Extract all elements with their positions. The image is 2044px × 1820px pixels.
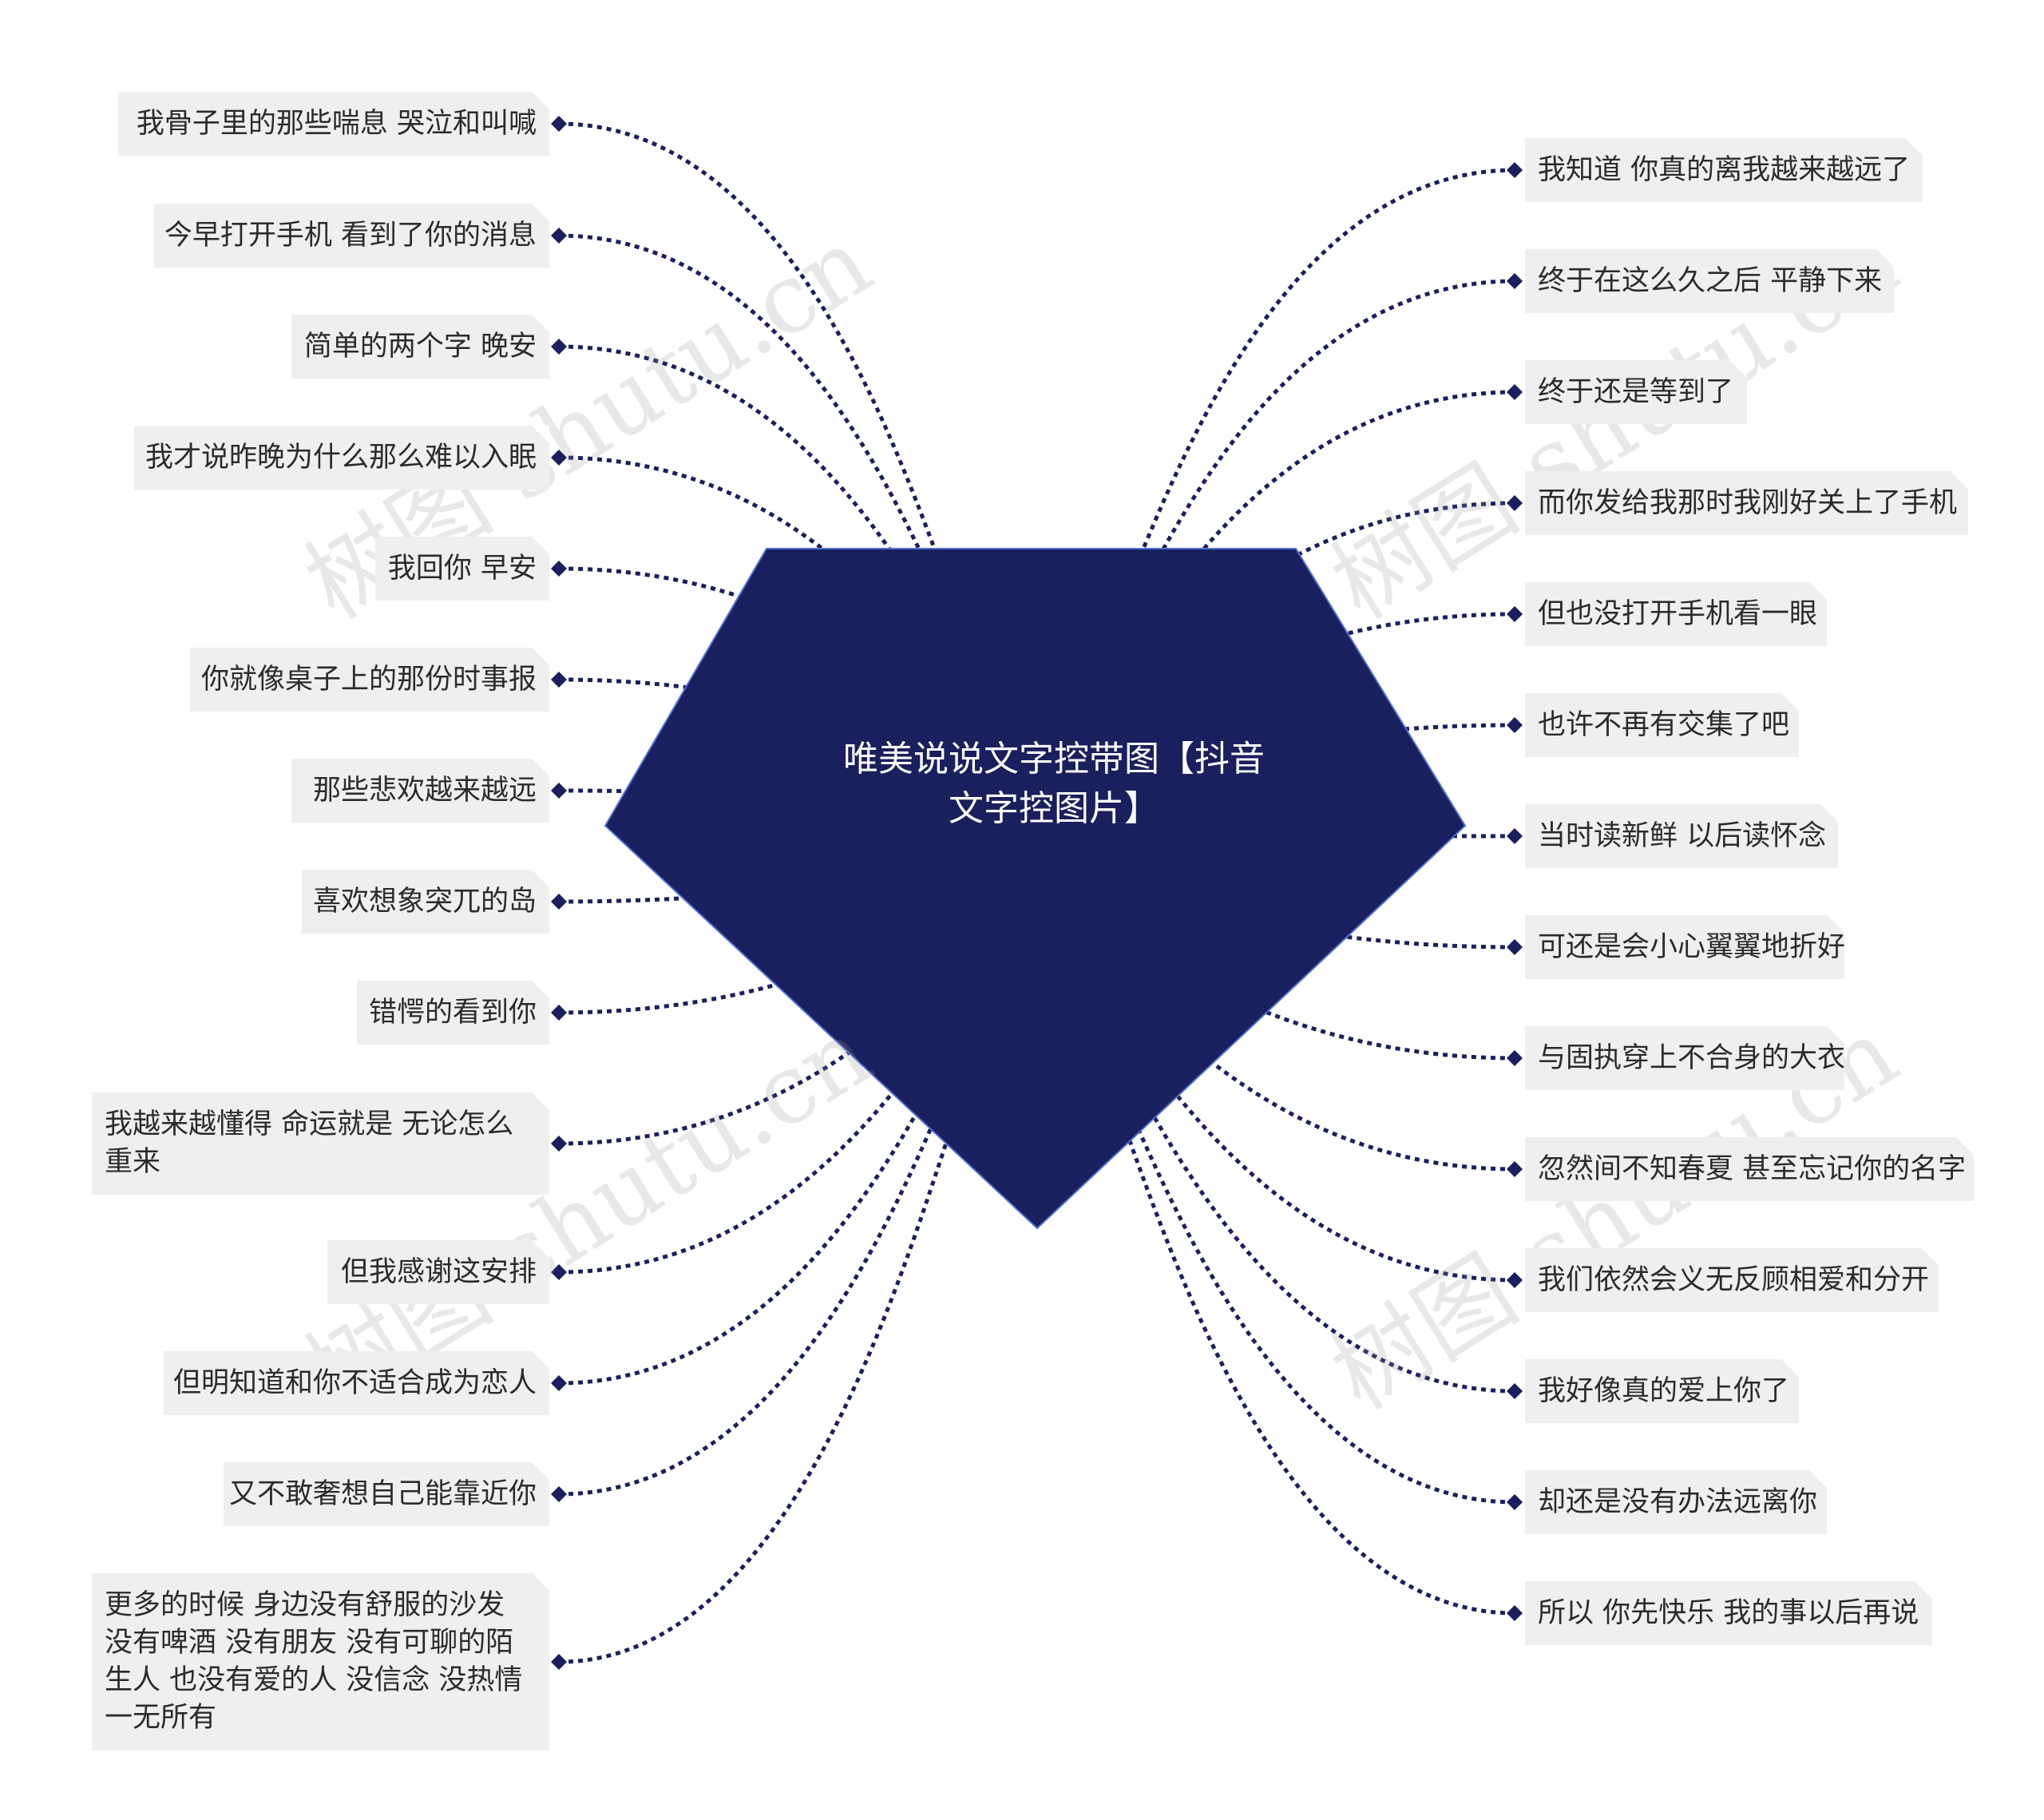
left-node[interactable]: 错愕的看到你: [357, 981, 549, 1045]
connector-diamond-icon: [551, 1375, 567, 1391]
center-pentagon[interactable]: [604, 548, 1467, 1230]
connector-diamond-icon: [551, 561, 567, 577]
connector-diamond-icon: [1507, 828, 1523, 844]
connector-diamond-icon: [551, 783, 567, 799]
connector-diamond-icon: [551, 228, 567, 244]
connector-line: [1082, 1016, 1515, 1505]
right-node[interactable]: 忽然间不知春夏 甚至忘记你的名字: [1525, 1137, 1974, 1201]
connector-diamonds: [551, 116, 1523, 1670]
left-node[interactable]: 我骨子里的那些喘息 哭泣和叫喊: [118, 92, 549, 156]
right-node[interactable]: 与固执穿上不合身的大衣: [1525, 1026, 1845, 1090]
right-node[interactable]: 可还是会小心翼翼地折好: [1525, 915, 1845, 979]
connector-diamond-icon: [1507, 1605, 1523, 1621]
connector-diamond-icon: [551, 339, 567, 355]
connector-diamond-icon: [551, 672, 567, 688]
right-node[interactable]: 终于在这么久之后 平静下来: [1525, 249, 1894, 313]
connector-diamond-icon: [1507, 717, 1523, 733]
connector-line: [1095, 168, 1515, 648]
left-node[interactable]: 但我感谢这安排: [327, 1240, 549, 1304]
connector-line: [1088, 1047, 1515, 1616]
left-node[interactable]: 简单的两个字 晚安: [291, 315, 549, 379]
left-node[interactable]: 我越来越懂得 命运就是 无论怎么重来: [92, 1092, 549, 1195]
connector-diamond-icon: [1507, 162, 1523, 178]
connector-diamond-icon: [1507, 939, 1523, 955]
connector-line: [558, 121, 975, 635]
connector-line: [558, 983, 994, 1386]
right-node[interactable]: 我知道 你真的离我越来越远了: [1525, 138, 1923, 202]
right-node[interactable]: 我们依然会义无反顾相爱和分开: [1525, 1248, 1939, 1312]
right-node[interactable]: 终于还是等到了: [1525, 360, 1747, 424]
connector-line: [558, 344, 988, 697]
connector-diamond-icon: [551, 450, 567, 466]
left-node[interactable]: 但明知道和你不适合成为恋人: [164, 1351, 549, 1415]
right-node[interactable]: 也许不再有交集了吧: [1525, 693, 1799, 757]
right-node[interactable]: 我好像真的爱上你了: [1525, 1359, 1799, 1423]
connector-diamond-icon: [1507, 1050, 1523, 1066]
left-node[interactable]: 喜欢想象突兀的岛: [302, 870, 549, 934]
right-node[interactable]: 当时读新鲜 以后读怀念: [1525, 804, 1838, 868]
connector-line: [1082, 390, 1515, 710]
left-node[interactable]: 我才说昨晚为什么那么难以入眠: [134, 426, 549, 490]
connector-diamond-icon: [551, 1654, 567, 1670]
left-node[interactable]: 你就像桌子上的那份时事报: [190, 648, 549, 712]
connector-diamond-icon: [551, 1264, 567, 1280]
connector-diamond-icon: [1507, 1272, 1523, 1288]
connector-diamond-icon: [1507, 273, 1523, 289]
left-node[interactable]: 更多的时候 身边没有舒服的沙发 没有啤酒 没有朋友 没有可聊的陌生人 也没有爱的…: [92, 1573, 549, 1751]
connector-line: [1088, 279, 1515, 679]
left-node[interactable]: 今早打开手机 看到了你的消息: [154, 204, 549, 268]
connector-diamond-icon: [1507, 606, 1523, 622]
connector-diamond-icon: [551, 1005, 567, 1021]
right-node[interactable]: 但也没打开手机看一眼: [1525, 582, 1827, 646]
left-node[interactable]: 那些悲欢越来越远: [291, 759, 549, 823]
connector-diamond-icon: [551, 116, 567, 132]
left-node[interactable]: 我回你 早安: [375, 537, 549, 601]
connector-diamond-icon: [1507, 384, 1523, 400]
left-node[interactable]: 又不敢奢想自己能靠近你: [224, 1462, 549, 1526]
connector-diamond-icon: [1507, 495, 1523, 511]
right-node[interactable]: 所以 你先快乐 我的事以后再说: [1525, 1581, 1932, 1645]
connector-diamond-icon: [1507, 1494, 1523, 1510]
right-node[interactable]: 而你发给我那时我刚好关上了手机: [1525, 471, 1968, 535]
connector-diamond-icon: [551, 1486, 567, 1502]
connector-line: [558, 1061, 982, 1664]
connector-diamond-icon: [1507, 1383, 1523, 1399]
right-node[interactable]: 却还是没有办法远离你: [1525, 1470, 1827, 1534]
connector-diamond-icon: [1507, 1161, 1523, 1177]
connector-diamond-icon: [551, 894, 567, 910]
connector-diamond-icon: [551, 1136, 567, 1152]
